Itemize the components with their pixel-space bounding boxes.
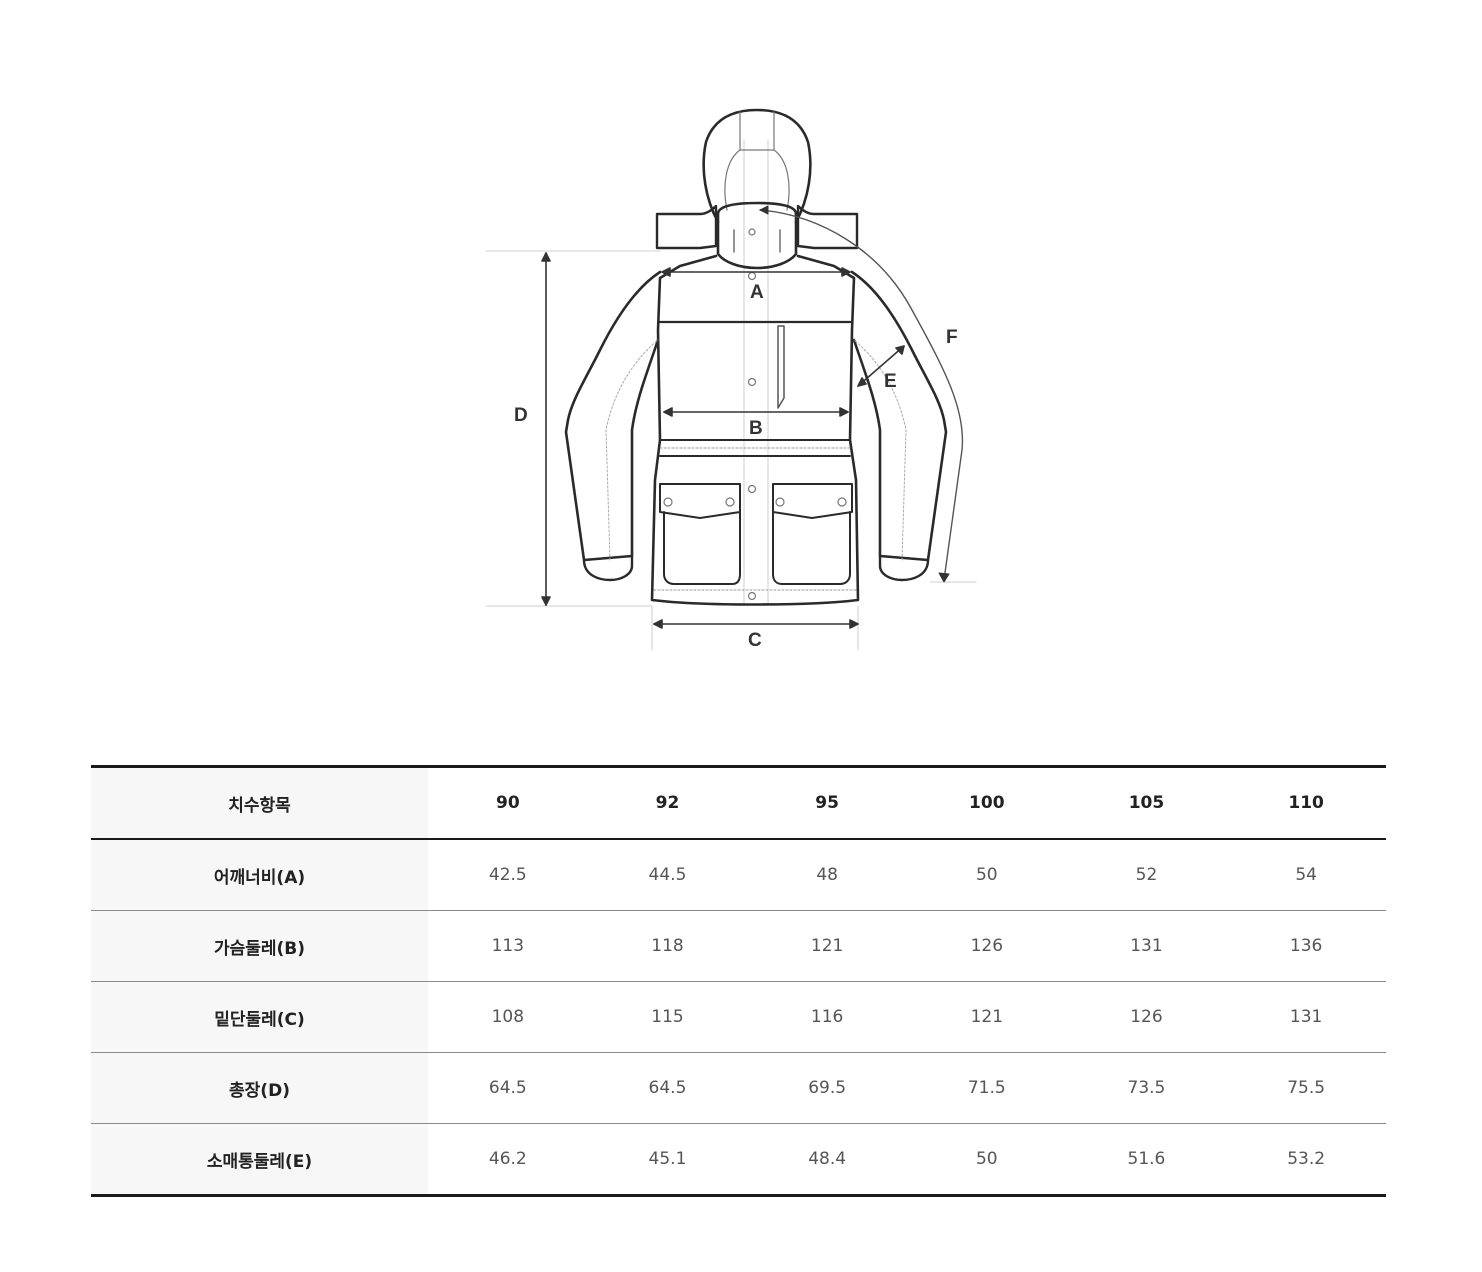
table-cell: 118: [587, 910, 748, 982]
dimension-label-e: E: [884, 371, 897, 392]
table-cell: 113: [428, 910, 588, 982]
table-cell: 45.1: [587, 1123, 748, 1197]
table-cell: 108: [428, 981, 588, 1053]
table-cell: 126: [906, 910, 1067, 982]
table-cell: 115: [587, 981, 748, 1053]
table-cell: 73.5: [1066, 1052, 1227, 1124]
size-column-header: 100: [906, 765, 1067, 840]
table-cell: 121: [747, 910, 907, 982]
dimension-label-f: F: [946, 327, 958, 348]
table-cell: 131: [1066, 910, 1227, 982]
dimension-label-b: B: [749, 418, 763, 439]
table-cell: 50: [906, 839, 1067, 911]
table-cell: 126: [1066, 981, 1227, 1053]
size-column-header: 105: [1066, 765, 1227, 840]
dimension-label-c: C: [748, 630, 762, 651]
table-cell: 42.5: [428, 839, 588, 911]
table-row-length: 총장(D) 64.5 64.5 69.5 71.5 73.5 75.5: [91, 1052, 1386, 1124]
table-cell: 64.5: [587, 1052, 748, 1124]
table-cell: 44.5: [587, 839, 748, 911]
table-cell: 136: [1226, 910, 1386, 982]
table-cell: 50: [906, 1123, 1067, 1197]
dimension-label-a: A: [750, 282, 764, 303]
table-cell: 75.5: [1226, 1052, 1386, 1124]
table-row-sleeve-width: 소매통둘레(E) 46.2 45.1 48.4 50 51.6 53.2: [91, 1123, 1386, 1197]
table-cell: 71.5: [906, 1052, 1067, 1124]
row-label: 총장(D): [91, 1052, 428, 1124]
table-row-hem: 밑단둘레(C) 108 115 116 121 126 131: [91, 981, 1386, 1053]
table-cell: 131: [1226, 981, 1386, 1053]
row-label: 소매통둘레(E): [91, 1123, 428, 1197]
size-header-row: 치수항목 90 92 95 100 105 110: [91, 765, 1386, 840]
size-column-header: 90: [428, 765, 588, 840]
dimension-label-d: D: [514, 405, 528, 426]
table-cell: 116: [747, 981, 907, 1053]
table-cell: 64.5: [428, 1052, 588, 1124]
row-label: 밑단둘레(C): [91, 981, 428, 1053]
table-cell: 46.2: [428, 1123, 588, 1197]
measurement-item-header: 치수항목: [91, 765, 428, 840]
table-cell: 121: [906, 981, 1067, 1053]
jacket-sketch-icon: [485, 108, 977, 651]
table-cell: 48.4: [747, 1123, 907, 1197]
table-cell: 53.2: [1226, 1123, 1386, 1197]
size-column-header: 95: [747, 765, 907, 840]
size-column-header: 110: [1226, 765, 1386, 840]
table-cell: 48: [747, 839, 907, 911]
row-label: 어깨너비(A): [91, 839, 428, 911]
table-cell: 52: [1066, 839, 1227, 911]
size-chart-table: 치수항목 90 92 95 100 105 110 어깨너비(A) 42.5 4…: [91, 765, 1386, 1197]
table-row-chest: 가슴둘레(B) 113 118 121 126 131 136: [91, 910, 1386, 982]
jacket-measurement-diagram: A B C D E F: [485, 108, 977, 651]
table-cell: 54: [1226, 839, 1386, 911]
table-cell: 69.5: [747, 1052, 907, 1124]
row-label: 가슴둘레(B): [91, 910, 428, 982]
table-row-shoulder-width: 어깨너비(A) 42.5 44.5 48 50 52 54: [91, 839, 1386, 911]
table-cell: 51.6: [1066, 1123, 1227, 1197]
size-column-header: 92: [587, 765, 748, 840]
